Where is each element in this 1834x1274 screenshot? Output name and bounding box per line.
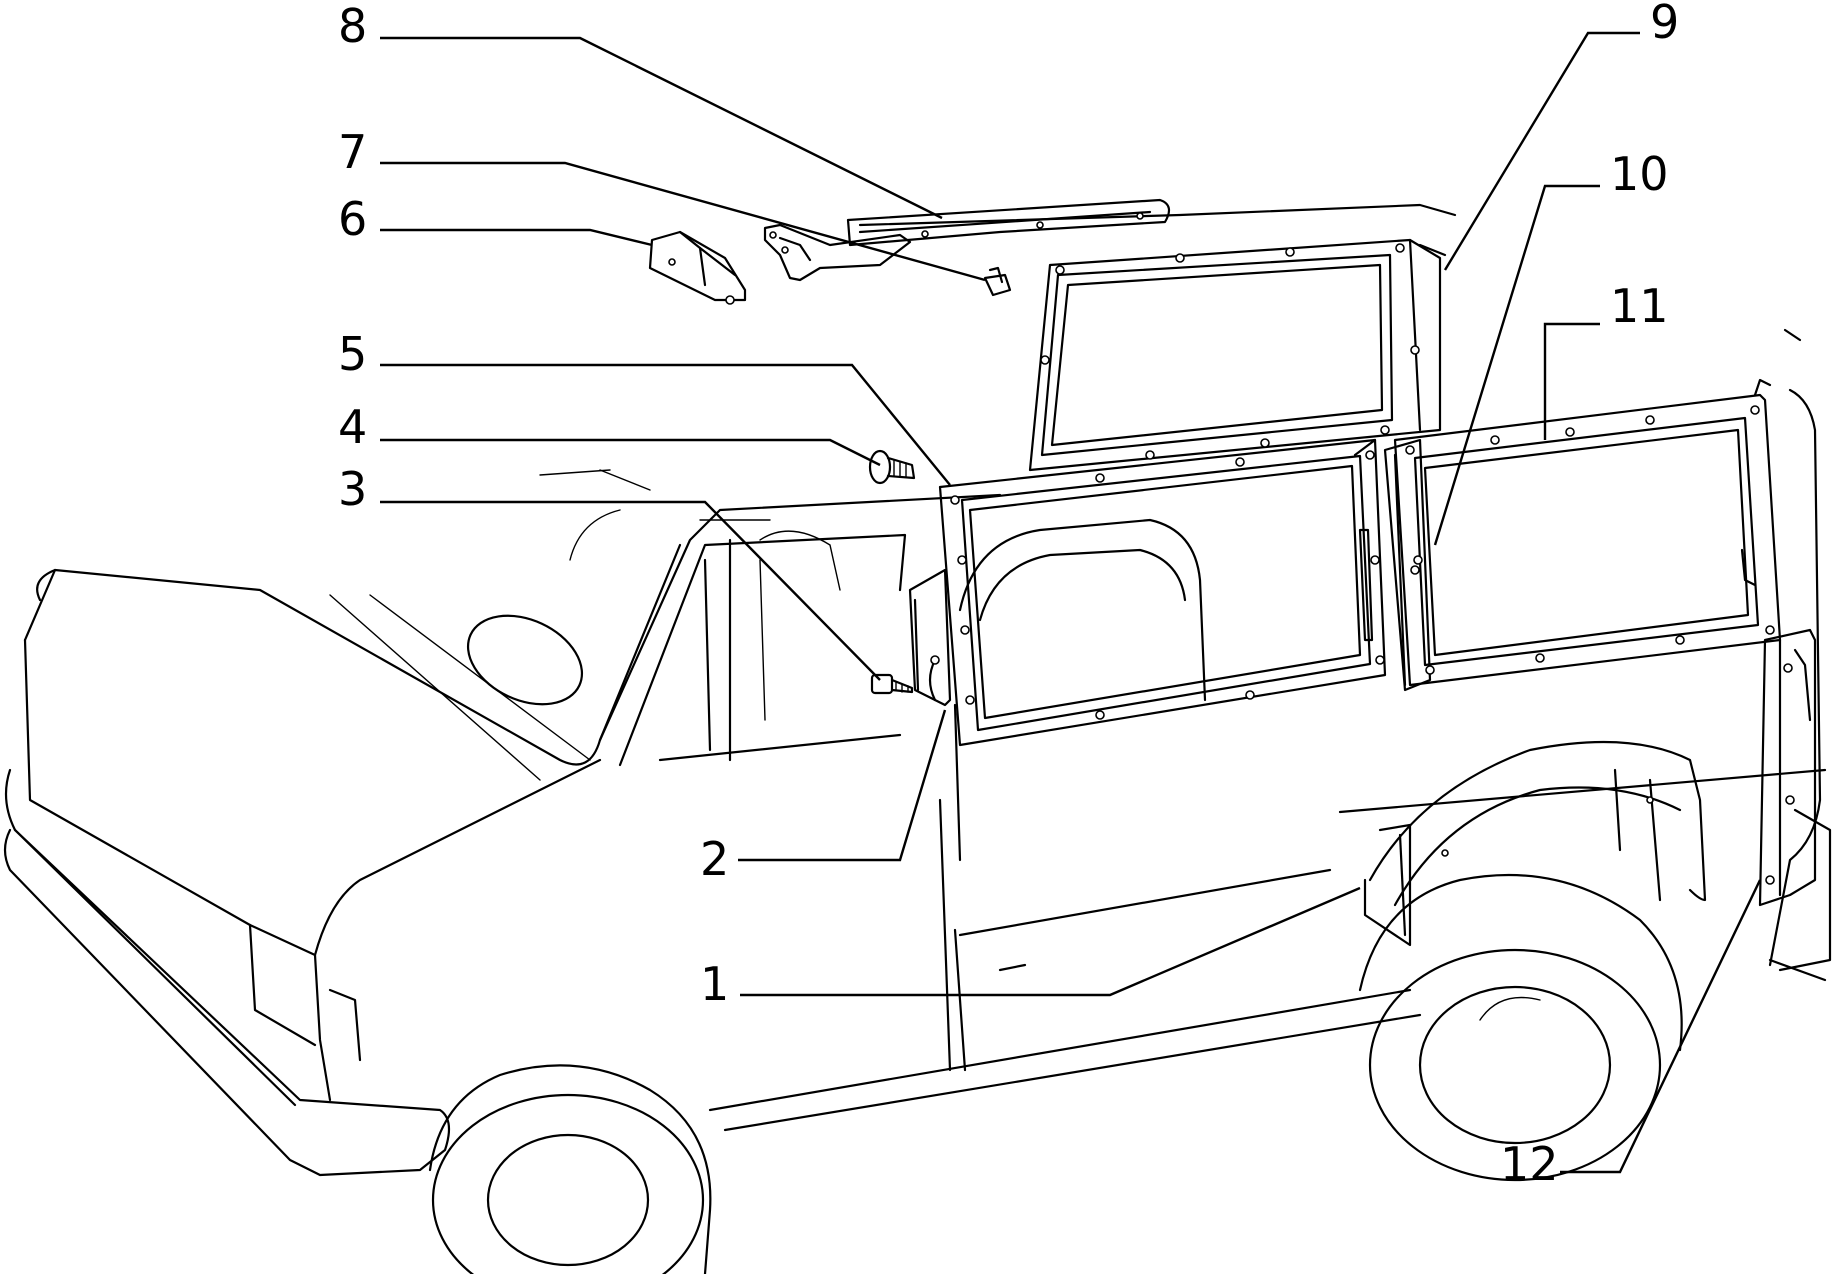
leader-8	[380, 36, 943, 220]
leader-4	[380, 438, 881, 467]
part-1-wheel-arch-liner	[1363, 740, 1707, 947]
part-6-cover	[648, 230, 747, 305]
callout-12: 12	[1500, 1137, 1559, 1191]
part-4-screw	[868, 449, 916, 485]
part-8-roof-rail	[846, 198, 1171, 247]
callout-3: 3	[338, 462, 367, 516]
callout-5: 5	[338, 327, 367, 381]
callout-8: 8	[338, 0, 367, 53]
leader-2	[738, 709, 947, 862]
leader-6	[380, 228, 653, 247]
part-3-screw	[870, 673, 914, 695]
leader-5	[380, 363, 951, 486]
part-2-pillar-trim	[908, 568, 952, 707]
part-5-front-window-frame	[938, 438, 1387, 747]
part-11-rear-window-frame	[1393, 378, 1782, 687]
callout-4: 4	[338, 400, 367, 454]
callout-labels: 1 2 3 4 5 6 7 8 9 10 11 12	[338, 0, 1679, 1191]
part-12-rear-corner-trim	[1758, 628, 1817, 907]
callout-6: 6	[338, 192, 367, 246]
part-7-trim-piece	[763, 223, 912, 282]
leader-9	[1443, 31, 1640, 271]
part-9-upper-window-frame	[1028, 238, 1447, 472]
callout-9: 9	[1650, 0, 1679, 49]
leader-12	[1560, 879, 1762, 1174]
callout-2: 2	[700, 832, 729, 886]
callout-10: 10	[1610, 147, 1669, 201]
part-7-screw	[983, 266, 1012, 297]
callout-1: 1	[700, 957, 729, 1011]
leader-10	[1433, 184, 1600, 546]
vehicle-body	[3, 203, 1832, 1274]
callout-11: 11	[1610, 279, 1669, 333]
leader-1	[740, 886, 1361, 997]
leader-lines	[380, 31, 1762, 1174]
part-10-centre-pillar	[1383, 438, 1432, 692]
callout-7: 7	[338, 125, 367, 179]
leader-11	[1543, 322, 1600, 440]
leader-7	[380, 161, 986, 282]
leader-3	[380, 500, 881, 681]
